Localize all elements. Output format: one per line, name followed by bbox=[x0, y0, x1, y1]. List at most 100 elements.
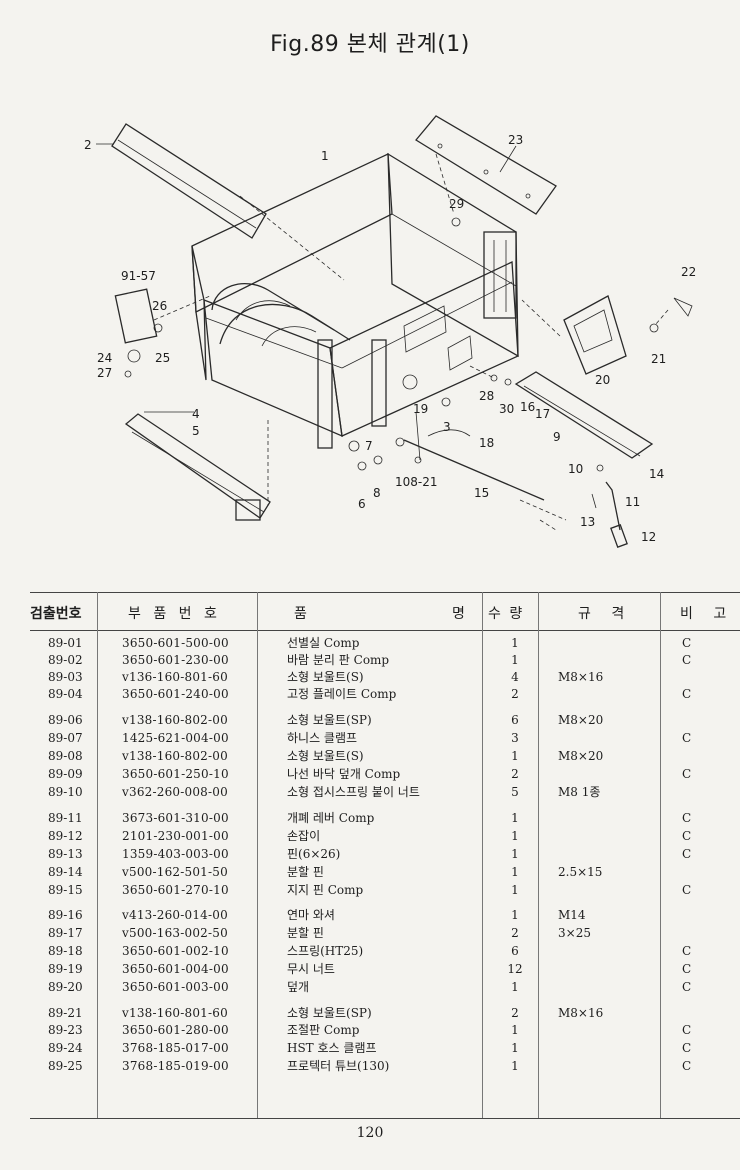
part-1-body-right bbox=[387, 152, 519, 358]
cell-no: 89-15 bbox=[48, 883, 83, 897]
cell-note: C bbox=[682, 731, 692, 745]
part-11-lever bbox=[605, 481, 621, 531]
header-number: 검출번호 bbox=[30, 606, 82, 622]
callout-12: 12 bbox=[641, 530, 656, 544]
part-91-57-bracket bbox=[114, 288, 158, 344]
part-1-body-back bbox=[191, 153, 393, 314]
cell-note: C bbox=[682, 847, 692, 861]
cell-qty: 3 bbox=[511, 731, 519, 745]
cell-part: v138-160-802-00 bbox=[122, 749, 228, 763]
callout-19: 19 bbox=[413, 402, 428, 416]
cell-part: 3768-185-019-00 bbox=[122, 1059, 229, 1073]
cell-name: 연마 와셔 bbox=[287, 908, 335, 922]
part-9-spiral-cover bbox=[514, 371, 654, 459]
callout-17: 17 bbox=[535, 407, 550, 421]
cell-no: 89-08 bbox=[48, 749, 83, 763]
cell-no: 89-04 bbox=[48, 687, 83, 701]
callout-22: 22 bbox=[681, 265, 696, 279]
cell-no: 89-12 bbox=[48, 829, 83, 843]
cell-qty: 1 bbox=[511, 980, 519, 994]
part-4-5-fixing-plate bbox=[124, 413, 271, 519]
cell-qty: 4 bbox=[511, 670, 519, 684]
cell-qty: 1 bbox=[511, 1059, 519, 1073]
cell-qty: 1 bbox=[511, 847, 519, 861]
part-2-plate bbox=[111, 123, 267, 239]
cell-note: C bbox=[682, 767, 692, 781]
cell-part: 3650-601-004-00 bbox=[122, 962, 229, 976]
table-top-rule bbox=[30, 592, 740, 593]
callout-4: 4 bbox=[192, 407, 200, 421]
cell-name: 소형 보울트(S) bbox=[287, 670, 364, 684]
callout-2: 2 bbox=[84, 138, 92, 152]
cell-name: 소형 보울트(SP) bbox=[287, 1006, 372, 1020]
cell-note: C bbox=[682, 811, 692, 825]
cell-no: 89-02 bbox=[48, 653, 83, 667]
exploded-parts-diagram: 1 2 23 29 91-57 26 24 25 27 22 21 20 4 5… bbox=[84, 115, 696, 548]
cell-note: C bbox=[682, 883, 692, 897]
table-bottom-rule bbox=[30, 1118, 740, 1119]
callout-14: 14 bbox=[649, 467, 664, 481]
cell-part: v138-160-801-60 bbox=[122, 1006, 228, 1020]
callout-16: 16 bbox=[520, 400, 535, 414]
cell-spec: 3×25 bbox=[558, 926, 591, 940]
header-part-number: 부 품 번 호 bbox=[128, 606, 221, 622]
cell-note: C bbox=[682, 962, 692, 976]
cell-name: 소형 보울트(S) bbox=[287, 749, 364, 763]
table-header-rule bbox=[30, 630, 740, 631]
cell-name: 프로텍터 튜브(130) bbox=[287, 1059, 390, 1073]
cell-part: 3650-601-280-00 bbox=[122, 1023, 229, 1037]
callout-26: 26 bbox=[152, 299, 167, 313]
page-title: Fig.89 본체 관계(1) bbox=[270, 32, 470, 57]
cell-part: 2101-230-001-00 bbox=[122, 829, 229, 843]
cell-no: 89-13 bbox=[48, 847, 83, 861]
cell-qty: 5 bbox=[511, 785, 519, 799]
cell-no: 89-17 bbox=[48, 926, 83, 940]
cell-no: 89-21 bbox=[48, 1006, 83, 1020]
callout-3: 3 bbox=[443, 420, 451, 434]
cell-part: v500-163-002-50 bbox=[122, 926, 228, 940]
header-spec: 규 격 bbox=[578, 606, 633, 622]
callout-9: 9 bbox=[553, 430, 561, 444]
cell-no: 89-20 bbox=[48, 980, 83, 994]
cell-part: 1359-403-003-00 bbox=[122, 847, 229, 861]
cell-part: 3650-601-250-10 bbox=[122, 767, 229, 781]
header-name-right: 명 bbox=[452, 606, 465, 622]
callout-24: 24 bbox=[97, 351, 112, 365]
cell-part: 1425-621-004-00 bbox=[122, 731, 229, 745]
cell-spec: M8×20 bbox=[558, 749, 604, 763]
cell-qty: 2 bbox=[511, 767, 519, 781]
part-1-body-side bbox=[329, 261, 519, 437]
cell-note: C bbox=[682, 980, 692, 994]
header-name-left: 품 bbox=[294, 606, 307, 622]
callout-7-a: 7 bbox=[365, 439, 373, 453]
callout-91-57: 91-57 bbox=[121, 269, 156, 283]
cell-part: v500-162-501-50 bbox=[122, 865, 228, 879]
part-12-handle bbox=[610, 524, 628, 548]
cell-qty: 1 bbox=[511, 1041, 519, 1055]
cell-part: 3650-601-240-00 bbox=[122, 687, 229, 701]
header-quantity: 수 량 bbox=[488, 606, 525, 622]
cell-name: 스프링(HT25) bbox=[287, 944, 364, 958]
cell-name: 손잡이 bbox=[287, 829, 321, 843]
cell-qty: 1 bbox=[511, 749, 519, 763]
callout-21: 21 bbox=[651, 352, 666, 366]
cell-qty: 1 bbox=[511, 865, 519, 879]
cell-part: 3673-601-310-00 bbox=[122, 811, 229, 825]
cell-qty: 2 bbox=[511, 926, 519, 940]
cell-spec: M8×16 bbox=[558, 1006, 604, 1020]
cell-qty: 6 bbox=[511, 713, 519, 727]
cell-part: 3650-601-270-10 bbox=[122, 883, 229, 897]
table-row: 89-08 v138-160-802-00 소형 보울트(S) 1 M8×20 bbox=[0, 748, 740, 765]
header-note: 비 고 bbox=[680, 606, 735, 622]
cell-no: 89-18 bbox=[48, 944, 83, 958]
